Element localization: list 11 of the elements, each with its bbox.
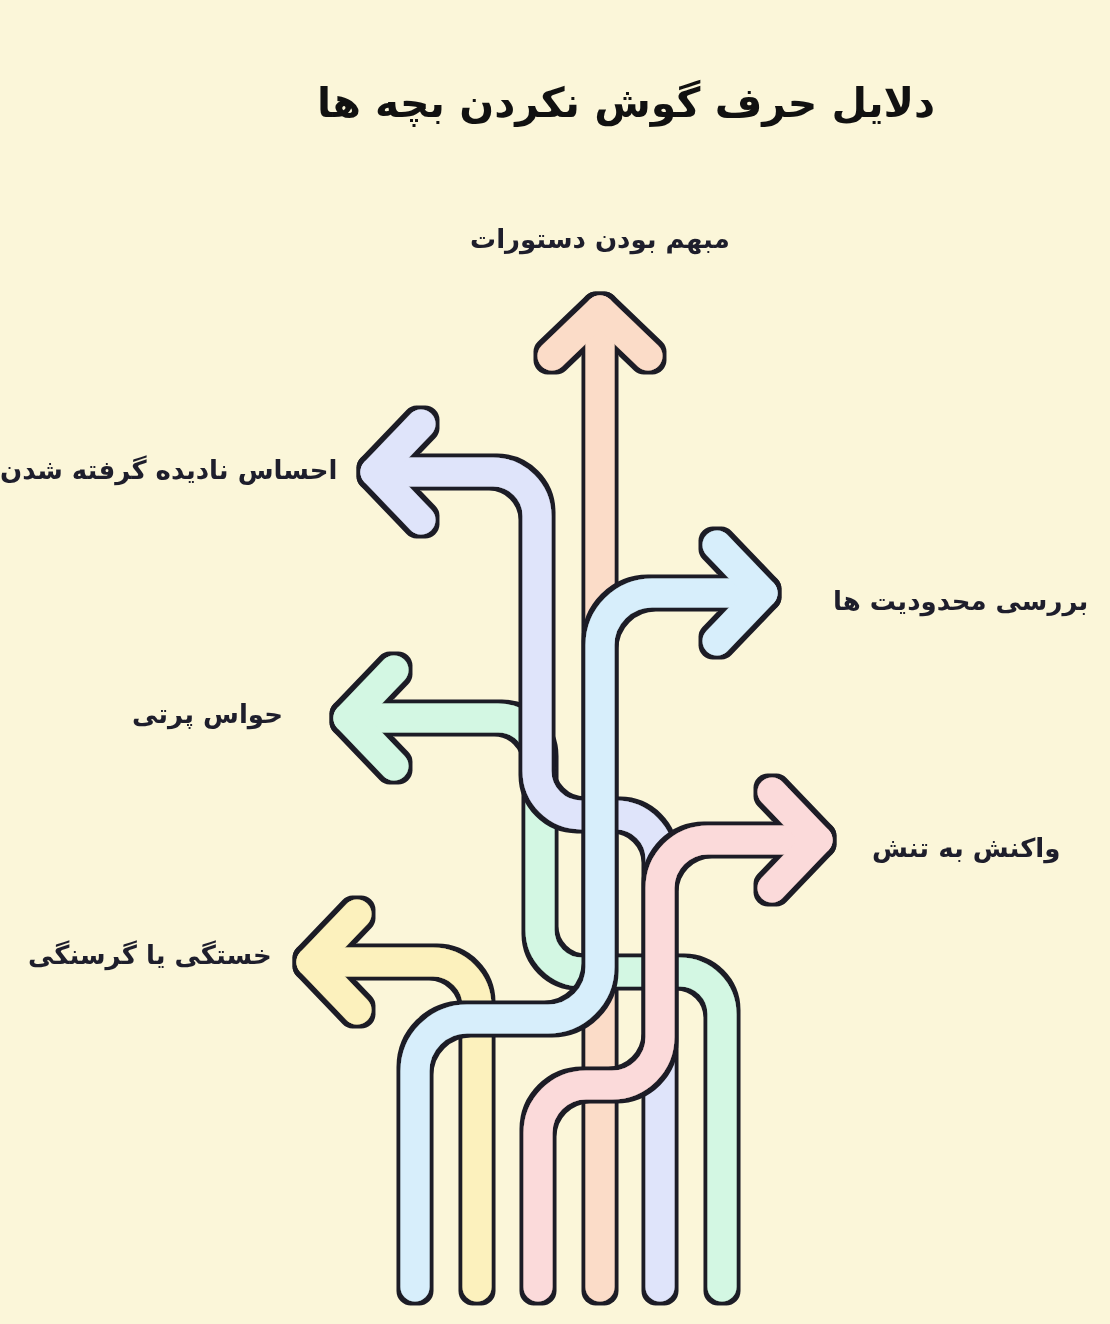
title: دلایل حرف گوش نکردن بچه ها <box>317 78 936 128</box>
arrow <box>333 655 737 1302</box>
arrow-label: حواس پرتی <box>132 698 283 730</box>
arrow-label: مبهم بودن دستورات <box>470 224 730 256</box>
arrow-label: واکنش به تنش <box>872 832 1061 864</box>
arrow <box>523 777 833 1302</box>
arrow-label: خستگی یا گرسنگی <box>28 939 272 971</box>
arrow <box>296 899 492 1302</box>
arrow <box>400 530 778 1302</box>
arrow-label: احساس نادیده گرفته شدن <box>0 454 338 486</box>
arrow-label: بررسی محدودیت ها <box>833 585 1089 617</box>
